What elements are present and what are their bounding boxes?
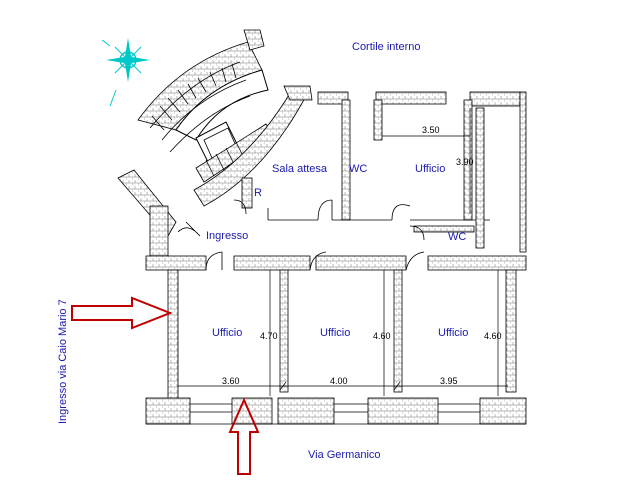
street-arrow-icon — [228, 397, 260, 475]
wc-top-label: WC — [349, 163, 367, 175]
street-label: Via Germanico — [308, 449, 381, 461]
compass-rose-icon — [101, 38, 150, 107]
entrance-arrow-icon — [71, 296, 173, 330]
facade-walls — [145, 397, 527, 425]
office-top-label: Ufficio — [415, 163, 445, 175]
top-walls — [233, 91, 527, 253]
dim-office-1-width: 3.60 — [222, 376, 240, 386]
office-3-label: Ufficio — [438, 327, 468, 339]
dim-office-1-depth: 4.70 — [260, 331, 278, 341]
corridor-walls — [145, 251, 527, 401]
entrance-label: Ingresso — [206, 230, 248, 242]
office-2-label: Ufficio — [320, 327, 350, 339]
dim-office-3-width: 3.95 — [440, 376, 458, 386]
side-entrance-label: Ingresso via Caio Mario 7 — [57, 299, 69, 424]
dim-office-2-depth: 4.60 — [373, 331, 391, 341]
dim-office-top-width: 3.50 — [422, 125, 440, 135]
entrance-walls — [117, 169, 201, 257]
dim-office-3-depth: 4.60 — [484, 331, 502, 341]
r-label: R — [254, 187, 262, 199]
dim-office-top-depth: 3.90 — [456, 157, 474, 167]
waiting-room-label: Sala attesa — [272, 163, 328, 175]
wc-right-label: WC — [448, 231, 466, 243]
courtyard-label: Cortile interno — [352, 41, 420, 53]
staircase — [137, 29, 313, 207]
office-1-label: Ufficio — [212, 327, 242, 339]
dim-office-2-width: 4.00 — [330, 376, 348, 386]
dimension-lines — [178, 108, 508, 396]
